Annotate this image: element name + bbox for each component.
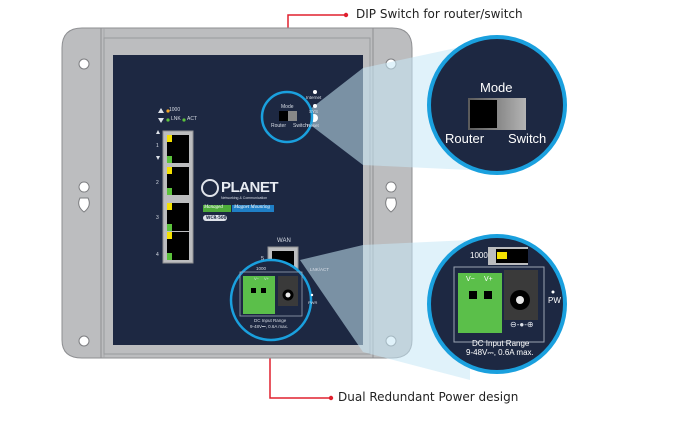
power-callout-line xyxy=(269,350,330,399)
internet-led xyxy=(313,90,317,94)
zoom-terminal-block xyxy=(458,273,502,333)
dip-switch-callout: DIP Switch for router/switch xyxy=(356,7,523,21)
mode-switch-title: Mode xyxy=(281,104,294,110)
badge-managed: Managed xyxy=(204,205,223,210)
model-badge: WCR-500 xyxy=(206,215,227,220)
zoom-speed-led xyxy=(497,252,507,259)
lan-port-1 xyxy=(167,135,189,163)
lan-port-label-4: 4 xyxy=(156,252,159,258)
badge-magnet-bg xyxy=(232,205,274,212)
power-block-outline xyxy=(239,271,303,317)
zoom-dc-input-range-value: 9-48V⎓, 0.6A max. xyxy=(466,348,534,357)
lan-port-label-1: 1 xyxy=(156,143,159,149)
sys-led xyxy=(313,104,317,108)
dc-input-range-title: DC Input Range xyxy=(254,318,287,323)
v-plus-label: V+ xyxy=(264,276,270,281)
zoom-v-plus-label: V+ xyxy=(484,276,493,283)
zoom-pwr-label: PW xyxy=(548,296,561,305)
chassis-bezel xyxy=(103,37,371,355)
terminal-block xyxy=(243,276,275,314)
zoom-dc-input-range-title: DC Input Range xyxy=(472,339,530,348)
zoom-v-minus-label: V− xyxy=(466,276,475,283)
wan-lnk-label: LNK/ACT xyxy=(310,267,330,272)
zoom-mode-router-label: Router xyxy=(445,131,485,146)
pwr-led xyxy=(310,293,314,297)
polarity-icon: ⊖-●-⊕ xyxy=(510,320,534,329)
lan-port-4 xyxy=(167,232,189,260)
badge-magnet-mounting: Magnet Mounting xyxy=(234,205,270,210)
planet-logo-icon xyxy=(201,179,219,197)
zoom-power-block-outline xyxy=(453,266,545,343)
keyhole-right xyxy=(385,181,397,213)
badge-managed-bg xyxy=(203,205,231,212)
wan-label: WAN xyxy=(277,238,291,244)
screw-hole-top-left xyxy=(78,58,90,70)
power-callout: Dual Redundant Power design xyxy=(338,390,519,404)
wan-speed-label: 1000 xyxy=(256,266,267,271)
sys-label: SYS xyxy=(309,109,319,114)
zoom-mode-switch-knob xyxy=(470,100,497,128)
internet-label: Internet xyxy=(306,95,322,100)
mode-switch-switch-label: Switch xyxy=(293,123,308,129)
lan-port-3 xyxy=(167,203,189,231)
mode-zoom-beam xyxy=(300,45,470,170)
led-legend-act: ACT xyxy=(187,116,197,122)
brand-logo: PLANET xyxy=(221,179,279,196)
power-zoom-beam xyxy=(300,240,470,380)
pwr-label: PWR xyxy=(308,300,318,305)
brand-tagline: Networking & Communication xyxy=(221,196,268,200)
wan-port-number: 5 xyxy=(261,256,265,262)
dip-callout-dot xyxy=(343,12,349,18)
v-minus-label: V− xyxy=(254,276,260,281)
led-legend-link: LNK xyxy=(171,116,181,122)
lan-port-label-3: 3 xyxy=(156,215,159,221)
zoom-mode-switch-label: Switch xyxy=(508,131,547,146)
mode-switch-knob xyxy=(279,111,288,121)
reset-label: Reset xyxy=(307,123,319,128)
zoom-speed-label: 1000 xyxy=(470,251,488,260)
keyhole-left xyxy=(78,181,90,213)
zoom-mode-title: Mode xyxy=(480,80,513,95)
screw-hole-bottom-left xyxy=(78,335,90,347)
dc-input-range-value: 9-48V⎓, 0.6A max. xyxy=(250,324,289,329)
lan-port-2 xyxy=(167,167,189,195)
lan-port-label-2: 2 xyxy=(156,180,159,186)
power-callout-dot xyxy=(328,395,334,401)
mode-switch-router-label: Router xyxy=(271,123,287,129)
led-legend-speed: 1000 xyxy=(169,107,181,113)
model-badge-bg xyxy=(203,215,227,221)
